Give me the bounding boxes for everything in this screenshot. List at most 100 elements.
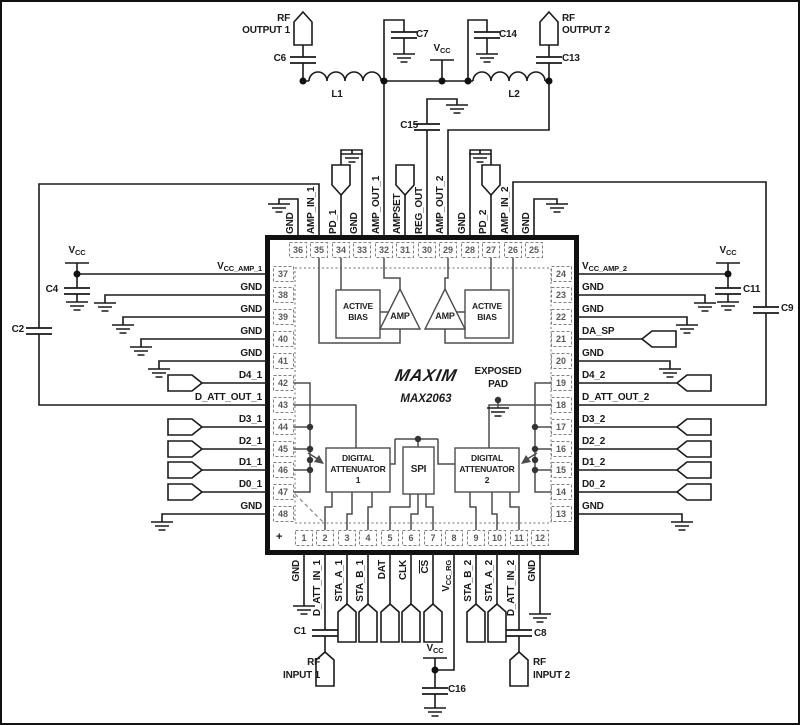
pin-34-label: PD_1 (328, 209, 339, 234)
junction-dot (438, 77, 446, 85)
rf-input-1-line2: INPUT 1 (283, 670, 320, 681)
pin-33-box (353, 242, 371, 258)
bottom-signal-connector (423, 602, 443, 643)
pin-31-label: AMPSET (392, 193, 403, 234)
pin-20-label: GND (582, 348, 604, 359)
bottom-signal-connector (380, 602, 400, 643)
pin-46-number: 46 (277, 465, 288, 475)
top-signal-connector (481, 164, 501, 197)
pin-30-number: 30 (421, 245, 432, 255)
top-signal-connector (331, 164, 351, 197)
c15-label: C15 (400, 120, 418, 131)
pin-7-number: 7 (430, 533, 436, 543)
capacitor-symbol (753, 306, 779, 314)
pin-36-number: 36 (292, 245, 303, 255)
c2-label: C2 (11, 324, 25, 335)
bottom-signal-connector (401, 602, 421, 643)
pin-15-number: 15 (555, 465, 566, 475)
amp-1-triangle (378, 287, 422, 330)
pin-47-number: 47 (277, 487, 288, 497)
junction-dot (494, 396, 502, 404)
maxim-logo: MAXIM (393, 366, 459, 385)
pin-28-number: 28 (464, 245, 475, 255)
spi-caption: SPI (410, 464, 427, 475)
ground-icon (424, 707, 446, 717)
junction-dot (306, 445, 314, 453)
pin-42-number: 42 (277, 378, 288, 388)
pin-44-number: 44 (277, 422, 288, 432)
pin-26-label: AMP_IN_2 (500, 186, 511, 234)
exposed-pad-label: EXPOSED PAD (460, 365, 536, 391)
pin-1-box (295, 530, 313, 546)
capacitor-symbol (391, 31, 417, 39)
pin-8-box (445, 530, 463, 546)
pin-4-number: 4 (365, 533, 371, 543)
exposed-pad-line1: EXPOSED (474, 366, 522, 377)
rf-input-2-connector (509, 650, 529, 687)
pin-5-number: 5 (387, 533, 393, 543)
pin-11-number: 11 (514, 533, 524, 543)
ground-icon (487, 407, 509, 417)
pin-3-box (338, 530, 356, 546)
pin-28-box (461, 242, 479, 258)
pin-24-number: 24 (555, 269, 566, 279)
right-signal-connector (675, 461, 712, 479)
rf-output-1-line2: OUTPUT 1 (242, 25, 290, 36)
digital-attenuator-2-box (454, 447, 520, 493)
pin-8-label: VCC_RG (441, 560, 453, 592)
pin-13-box (551, 506, 572, 522)
ground-icon (66, 301, 88, 311)
pin-27-number: 27 (485, 245, 496, 255)
rf-input-1-connector (315, 650, 335, 687)
pin-16-number: 16 (555, 444, 566, 454)
left-signal-connector (167, 483, 204, 501)
capacitor-symbol (536, 56, 562, 64)
pin-38-number: 38 (277, 290, 288, 300)
ground-icon (476, 53, 498, 63)
rf-input-1-label: RF INPUT 1 (242, 656, 320, 682)
pin-17-box (551, 419, 572, 435)
ground-icon (341, 153, 363, 163)
right-signal-connector (675, 374, 712, 392)
pin-15-box (551, 462, 572, 478)
pin-27-label: PD_2 (478, 209, 489, 234)
pin-3-label: STA_A_1 (334, 560, 345, 602)
pin-1-number: 1 (301, 533, 307, 543)
junction-dot (724, 270, 732, 278)
rf-input-2-line2: INPUT 2 (533, 670, 570, 681)
l2-label: L2 (508, 89, 520, 100)
pin-1-label: GND (291, 560, 302, 582)
pin-32-box (375, 242, 393, 258)
pin-33-label: GND (349, 212, 360, 234)
pin-45-label: D2_1 (238, 436, 262, 447)
pin-30-label: REG_OUT (414, 187, 425, 234)
pin-5-box (381, 530, 399, 546)
junction-dot (306, 466, 314, 474)
bus-arrowhead-left (314, 455, 324, 464)
rf-output-2-connector (539, 10, 559, 46)
pin-16-box (551, 441, 572, 457)
rf-output-2-line1: RF (562, 13, 575, 24)
pin-22-label: GND (582, 304, 604, 315)
pin-20-number: 20 (555, 356, 566, 366)
pin-45-box (273, 441, 294, 457)
pin-3-number: 3 (344, 533, 350, 543)
pin-22-box (551, 309, 572, 325)
pin-33-number: 33 (356, 245, 367, 255)
spi-box (402, 446, 435, 495)
pin-48-label: GND (240, 501, 262, 512)
pin-23-number: 23 (555, 290, 566, 300)
pin-43-number: 43 (277, 400, 288, 410)
pin-2-box (316, 530, 334, 546)
c1-label: C1 (293, 626, 307, 637)
ground-icon (671, 521, 693, 531)
bottom-signal-connector (466, 602, 486, 643)
l1-label: L1 (331, 89, 343, 100)
capacitor-symbol (414, 123, 440, 131)
c7-label: C7 (416, 29, 429, 40)
pin-17-number: 17 (555, 422, 566, 432)
pin-26-box (504, 242, 522, 258)
active-bias-1-box (335, 289, 381, 339)
